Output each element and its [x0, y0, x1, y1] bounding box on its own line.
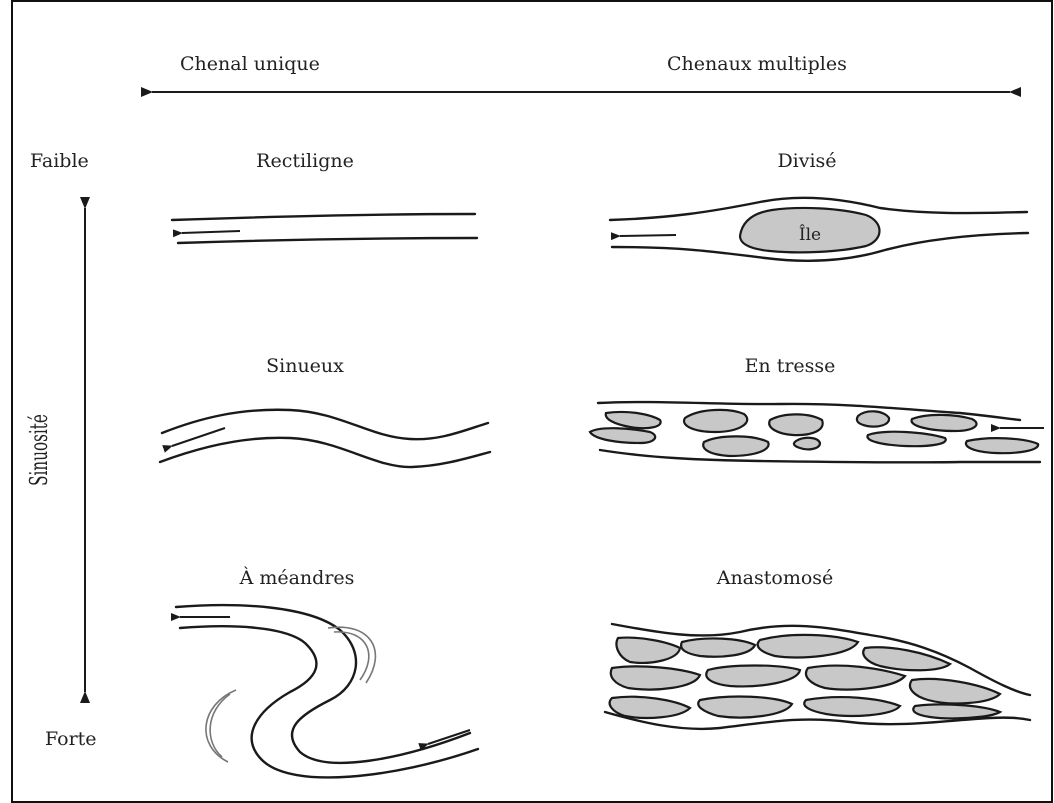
multiple-channels-label: Chenaux multiples — [667, 53, 847, 75]
braided-channel-label: En tresse — [745, 355, 836, 377]
straight-bank-top — [172, 214, 475, 220]
point-bar-right — [334, 632, 369, 680]
anastomosing-island — [610, 697, 690, 718]
anastomosing-island — [706, 666, 800, 687]
anastomosing-island — [758, 635, 858, 658]
anastomosing-island — [804, 697, 900, 716]
sinuous-bank-bottom — [160, 438, 490, 467]
sinuous-channel-label: Sinueux — [266, 355, 344, 377]
meandering-channel-label: À méandres — [239, 566, 355, 589]
braided-bar — [912, 415, 977, 431]
straight-bank-bottom — [178, 238, 477, 243]
divided-channel: Divisé Île — [610, 150, 1028, 261]
anastomosing-island — [913, 704, 1000, 718]
point-bar-left — [210, 694, 230, 757]
braided-bar — [769, 414, 822, 435]
anastomosing-island — [617, 638, 681, 663]
channel-count-axis: Chenal unique Chenaux multiples — [152, 53, 1010, 92]
low-sinuosity-label: Faible — [30, 150, 89, 172]
meander-bank-outer — [176, 605, 470, 763]
divided-channel-label: Divisé — [777, 150, 836, 172]
braided-channel: En tresse — [590, 355, 1044, 462]
high-sinuosity-label: Forte — [45, 728, 97, 750]
straight-flow-arrow — [182, 231, 240, 233]
sinuosity-axis: Faible Forte Sinuosité — [24, 150, 96, 750]
anastomosing-channel: Anastomosé — [605, 567, 1030, 729]
sinuous-channel: Sinueux — [160, 355, 490, 467]
straight-channel-label: Rectiligne — [256, 150, 354, 172]
braided-bar — [857, 411, 889, 426]
braided-bar — [794, 438, 820, 450]
braided-bar — [606, 412, 661, 428]
braided-bank-bottom — [600, 450, 1040, 462]
sinuous-bank-top — [162, 410, 488, 439]
braided-bar — [867, 432, 945, 446]
divided-flow-arrow — [620, 235, 676, 236]
meandering-channel: À méandres — [176, 566, 478, 777]
anastomosing-channel-label: Anastomosé — [716, 567, 834, 589]
braided-bar — [966, 438, 1038, 453]
braided-bar — [703, 436, 768, 456]
braided-bar — [684, 410, 747, 432]
anastomosing-island — [910, 679, 1000, 703]
sinuosity-axis-title: Sinuosité — [24, 414, 53, 486]
anastomosing-island — [863, 647, 950, 670]
braided-bar — [590, 428, 655, 443]
single-channel-label: Chenal unique — [180, 53, 320, 75]
sinuous-flow-arrow — [172, 428, 225, 446]
anastomosing-island — [698, 697, 792, 718]
anastomosing-island — [611, 666, 700, 689]
anastomosing-island — [681, 638, 755, 656]
island-label: Île — [799, 224, 821, 245]
straight-channel: Rectiligne — [172, 150, 477, 243]
